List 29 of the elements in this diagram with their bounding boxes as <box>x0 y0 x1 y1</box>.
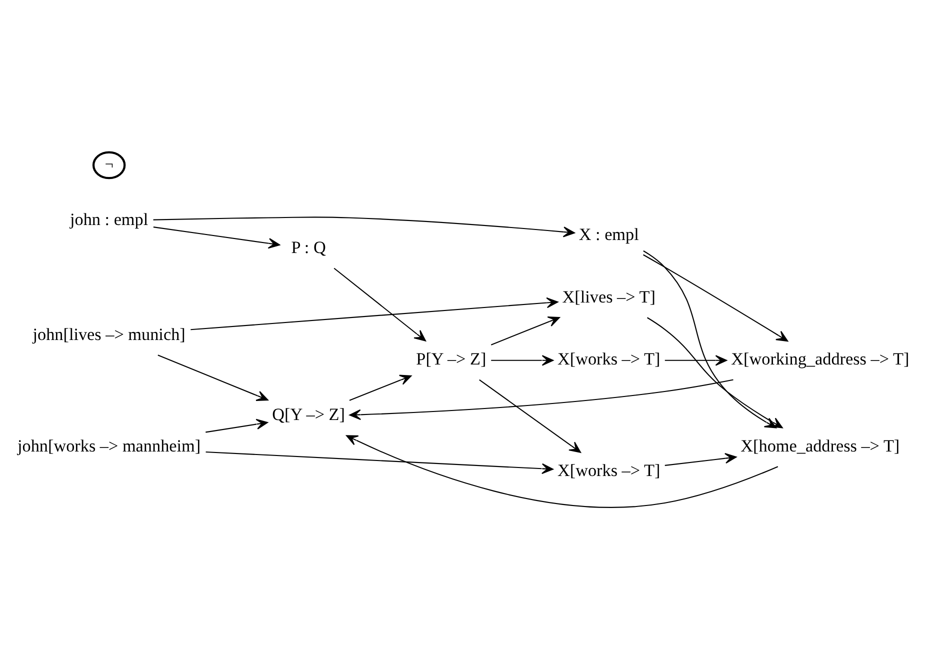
arrow <box>643 254 788 342</box>
arrow <box>490 316 560 346</box>
arrow <box>153 226 280 249</box>
arrow <box>664 355 728 366</box>
arrow <box>334 268 426 342</box>
node-text: john[works –> mannheim] <box>18 436 201 456</box>
arrow <box>206 418 268 433</box>
arrow <box>153 216 575 238</box>
node-text: john : empl <box>70 210 148 230</box>
node-text: X[lives –> T] <box>562 287 656 306</box>
arrow <box>190 297 558 330</box>
node-text: P : Q <box>291 238 326 257</box>
arrow <box>346 435 778 508</box>
node-text: X[works –> T] <box>557 461 660 480</box>
node-text: john[lives –> munich] <box>32 324 186 344</box>
node-text: X : empl <box>578 225 639 244</box>
node-text: X[working_address –> T] <box>731 349 910 368</box>
node-text: P[Y –> Z] <box>416 349 486 368</box>
arrow <box>491 355 554 366</box>
node-text: X[home_address –> T] <box>740 436 900 456</box>
arrow <box>206 451 554 474</box>
arrow <box>349 379 734 420</box>
arrow <box>349 374 412 401</box>
node-ellipse: ¬ <box>92 151 126 180</box>
arrow <box>664 452 737 466</box>
arrow <box>479 379 582 453</box>
node-text: X[works –> T] <box>557 349 660 368</box>
node-text: Q[Y –> Z] <box>272 405 345 424</box>
arrow <box>158 354 268 401</box>
